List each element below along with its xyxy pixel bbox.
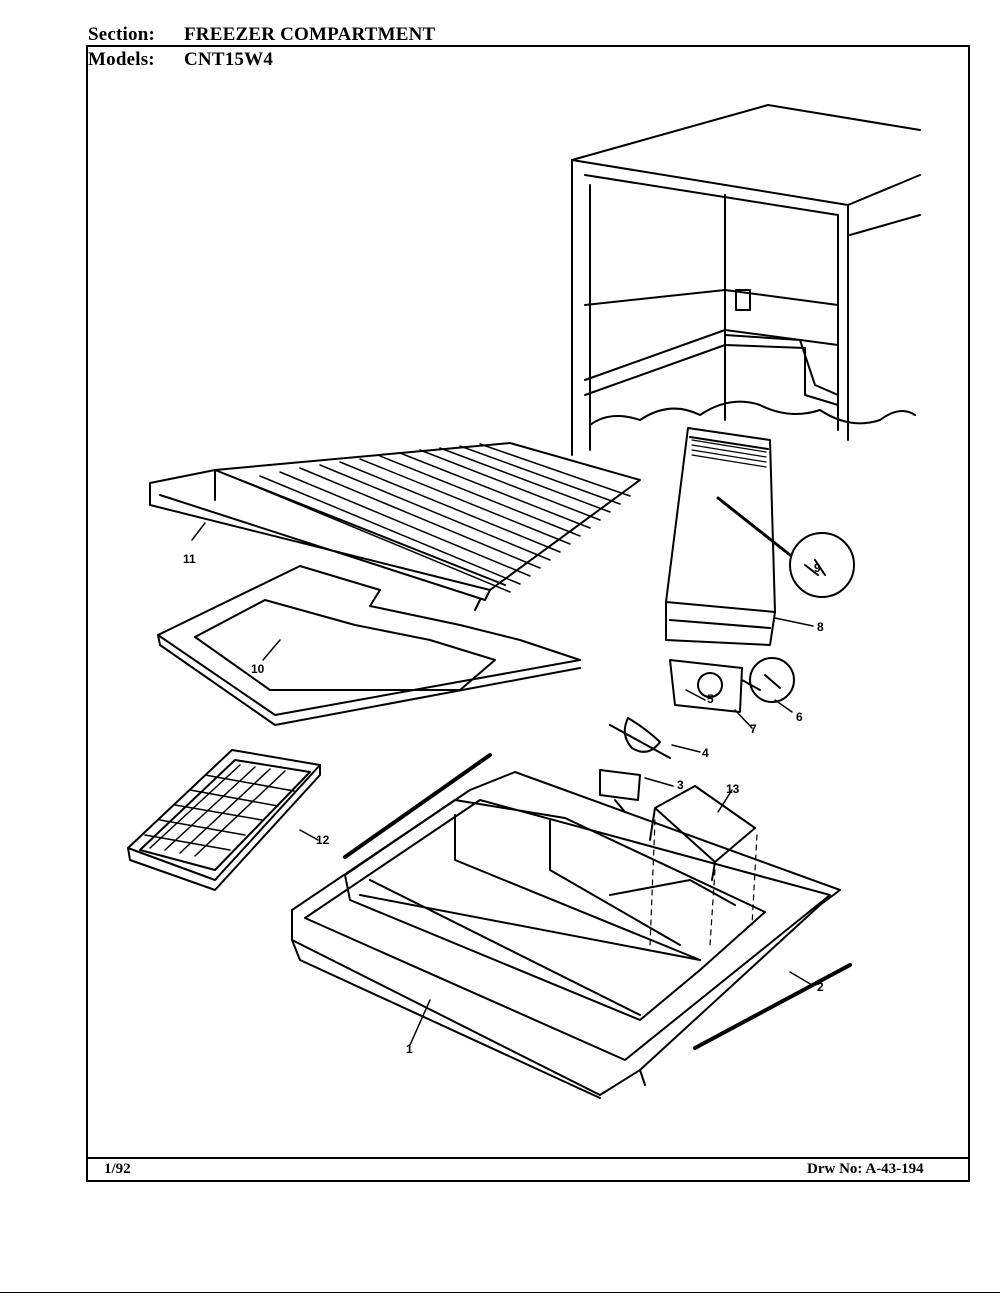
insulation-panel-part (157, 565, 581, 726)
callout-9: 9 (814, 561, 821, 575)
callout-12: 12 (316, 833, 330, 847)
callout-13: 13 (726, 782, 740, 796)
trim-strip-part (343, 753, 852, 1050)
evaporator-cover-part (665, 427, 855, 646)
ice-tray-part (127, 749, 321, 891)
leader-lines (191, 522, 814, 1046)
drip-cover-part (649, 785, 758, 946)
freezer-shelf-part (149, 442, 641, 611)
section-title: FREEZER COMPARTMENT (184, 24, 436, 45)
callout-8: 8 (817, 620, 824, 634)
models-value: CNT15W4 (184, 49, 274, 70)
callout-3: 3 (677, 778, 684, 792)
callout-6: 6 (796, 710, 803, 724)
cabinet-illustration (571, 104, 921, 456)
models-label: Models: (88, 49, 155, 70)
callout-11: 11 (183, 552, 196, 566)
callout-1: 1 (406, 1042, 413, 1056)
drawing-frame (86, 45, 970, 1182)
callout-10: 10 (251, 662, 265, 676)
footer-date: 1/92 (104, 1161, 131, 1177)
drawing-number: Drw No: A-43-194 (807, 1161, 924, 1177)
callout-4: 4 (702, 746, 709, 760)
section-label: Section: (88, 24, 156, 45)
callout-7: 7 (750, 722, 757, 736)
callout-2: 2 (817, 980, 824, 994)
fan-assembly-part (599, 657, 795, 813)
footer-divider (86, 1157, 970, 1159)
freezer-floor-part (291, 771, 841, 1099)
callout-5: 5 (707, 692, 714, 706)
page-bottom-rule (0, 1292, 1000, 1293)
